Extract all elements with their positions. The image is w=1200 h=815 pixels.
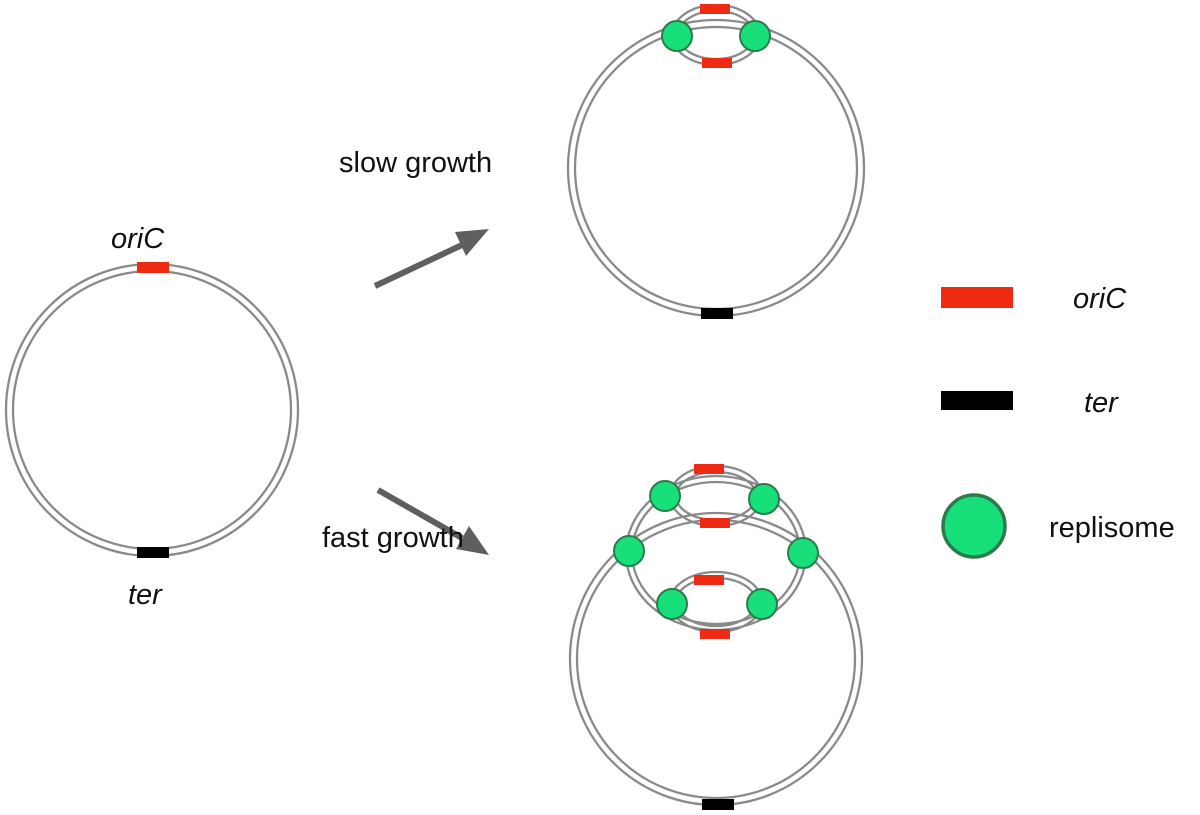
parent-ter-marker — [137, 547, 169, 558]
legend-replisome-swatch — [941, 493, 1007, 559]
replisome — [656, 588, 688, 620]
replisome — [739, 20, 771, 52]
slow-oric-marker-bottom — [702, 58, 732, 68]
legend: oriC ter replisome — [941, 283, 1175, 559]
fast-ter-marker — [702, 799, 734, 810]
legend-oric-swatch — [941, 287, 1013, 308]
fast-growth-arrow — [376, 487, 489, 555]
fast-oric-marker — [694, 575, 724, 585]
legend-ter-label: ter — [1084, 387, 1119, 419]
slow-ter-marker — [701, 308, 733, 319]
slow-growth-chromosome — [566, 3, 866, 319]
slow-growth-arrow — [373, 229, 489, 289]
legend-replisome-label: replisome — [1049, 512, 1175, 544]
fast-oric-marker — [700, 629, 730, 639]
fast-growth-chromosome — [568, 464, 864, 810]
parent-dna-inner-strand — [11, 269, 293, 551]
replisome — [787, 537, 819, 569]
slow-oric-marker-top — [700, 4, 730, 14]
parent-oric-label: oriC — [111, 223, 165, 255]
parent-chromosome — [4, 262, 300, 558]
legend-ter-swatch — [941, 391, 1013, 410]
fast-lower-bubble-inner — [674, 576, 758, 628]
parent-dna-outer-strand — [4, 262, 300, 558]
slow-growth-label: slow growth — [339, 147, 492, 179]
fast-oric-marker — [694, 464, 724, 474]
slow-dna-inner-strand — [573, 25, 859, 311]
replisome — [613, 535, 645, 567]
replisome — [748, 483, 780, 515]
fast-oric-marker — [700, 518, 730, 528]
fast-growth-label: fast growth — [322, 522, 464, 554]
parent-ter-label: ter — [128, 579, 163, 611]
replisome — [649, 480, 681, 512]
legend-oric-label: oriC — [1073, 283, 1127, 315]
parent-oric-marker — [137, 262, 169, 273]
replisome — [661, 20, 693, 52]
replisome — [746, 588, 778, 620]
